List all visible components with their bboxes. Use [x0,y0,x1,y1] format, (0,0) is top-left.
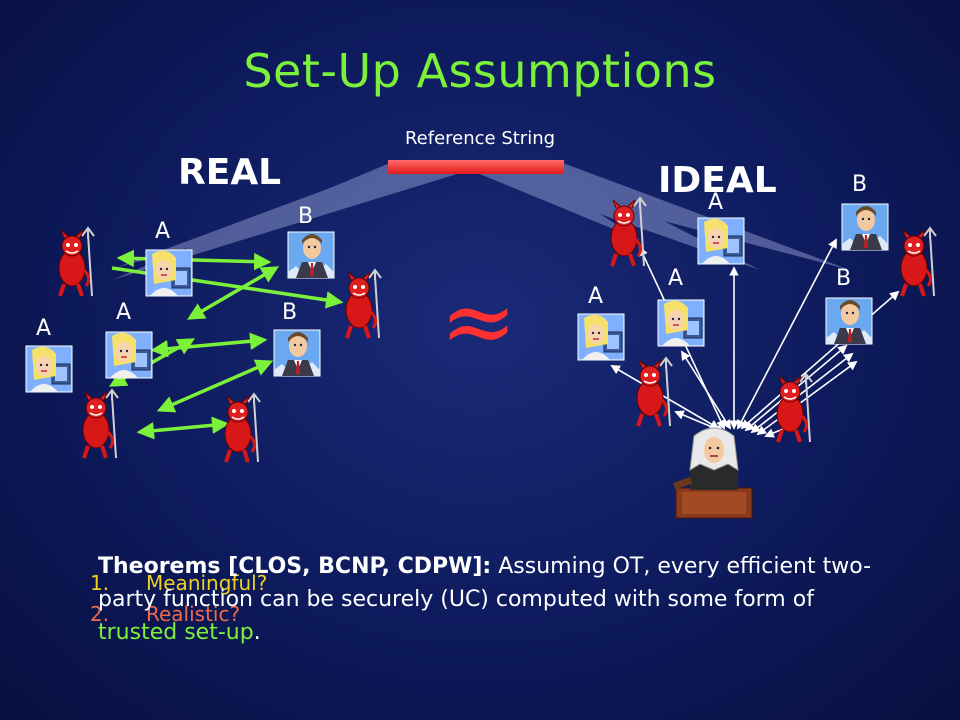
woman-at-computer-icon [25,345,73,393]
woman-at-computer-icon [145,249,193,297]
party-label: A [36,316,52,341]
devil-icon [775,372,814,444]
businessman-icon [825,297,873,345]
party-label: A [708,190,724,215]
theorem-title: Theorems [CLOS, BCNP, CDPW]: [98,554,492,579]
question-list: 1.Meaningful? 2.Realistic? [90,568,267,630]
party-label: B [852,172,868,197]
reference-string-bar [388,160,564,174]
party-label: B [282,300,298,325]
devil-icon [344,268,383,340]
approx-symbol: ≈ [440,268,518,375]
real-heading: REAL [178,152,282,193]
ideal-heading: IDEAL [658,160,777,201]
reference-string-label: Reference String [404,128,556,149]
party-label: A [116,300,132,325]
slide-title: Set-Up Assumptions [243,44,717,98]
theorem-body: Assuming OT, every efficient two-party f… [98,554,872,612]
devil-icon [223,392,262,464]
businessman-icon [273,329,321,377]
party-label: A [588,284,604,309]
woman-at-computer-icon [577,313,625,361]
party-label: A [155,219,171,244]
question-item: 1.Meaningful? [90,571,268,595]
theorem-end: . [253,620,261,645]
party-label: B [298,204,314,229]
judge-icon [672,427,753,519]
party-label: A [668,266,684,291]
party-label: B [836,266,852,291]
woman-at-computer-icon [105,331,153,379]
woman-at-computer-icon [697,217,745,265]
businessman-icon [841,203,889,251]
question-item: 2.Realistic? [90,602,241,626]
devil-icon [635,356,674,428]
devil-icon [81,388,120,460]
businessman-icon [287,231,335,279]
devil-icon [899,226,938,298]
devil-icon [57,226,96,298]
theorem-highlight: trusted set-up [98,620,254,645]
theorem-text: Theorems [CLOS, BCNP, CDPW]: Assuming OT… [98,550,898,649]
woman-at-computer-icon [657,299,705,347]
